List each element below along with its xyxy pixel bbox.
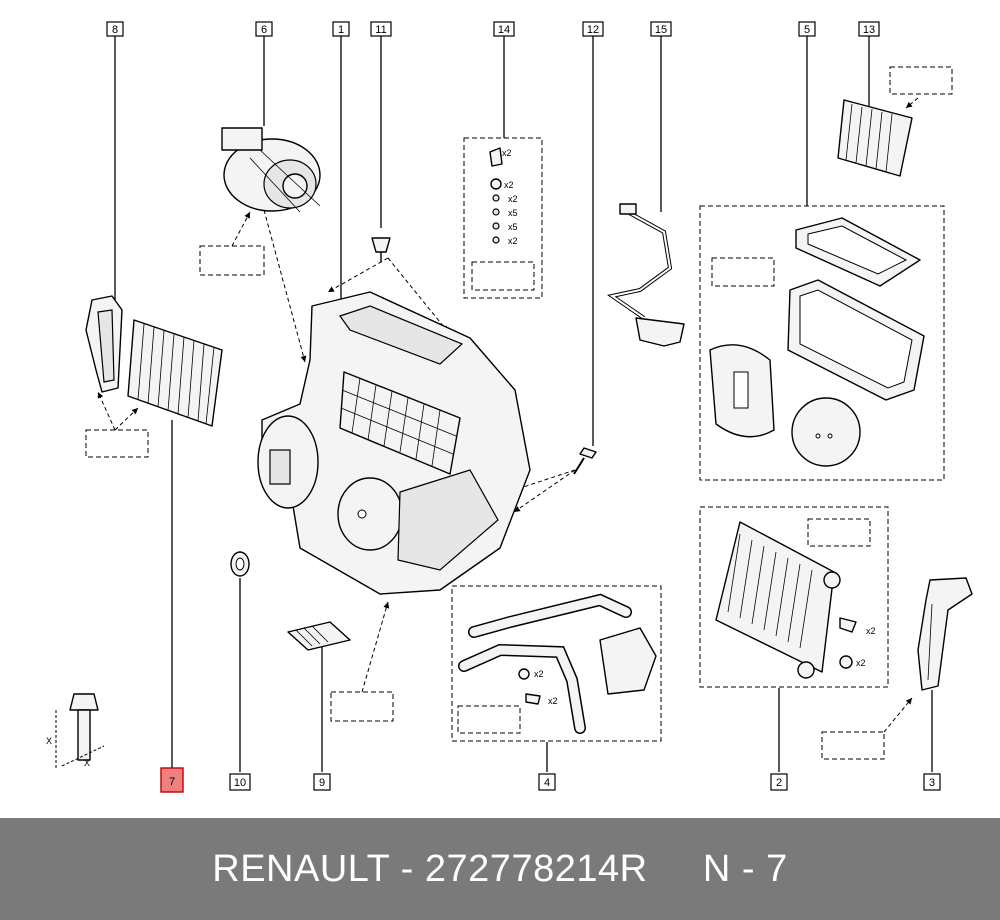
svg-text:8: 8	[112, 24, 118, 36]
svg-text:10: 10	[234, 777, 246, 789]
svg-text:15: 15	[655, 24, 667, 36]
callout-5: 5	[798, 21, 816, 37]
callout-13: 13	[858, 21, 880, 37]
svg-text:9: 9	[319, 777, 325, 789]
svg-text:5: 5	[804, 24, 810, 36]
svg-text:14: 14	[498, 24, 510, 36]
svg-text:6: 6	[261, 24, 267, 36]
svg-text:11: 11	[375, 24, 386, 36]
kit4-qty-2: x2	[548, 696, 558, 706]
hvac-exploded-diagram: x2 x2 x2 x5 x5 x2	[46, 21, 973, 793]
small-filter-part	[837, 99, 913, 177]
kit2-qty-1: x2	[866, 626, 876, 636]
callout-10: 10	[229, 773, 251, 791]
svg-text:13: 13	[863, 24, 875, 36]
pipe-set-part: x2 x2	[458, 593, 657, 734]
kit14-qty-4: x5	[508, 208, 518, 218]
sensor-cable-part	[607, 203, 685, 347]
kit14-qty-3: x2	[508, 194, 518, 204]
part-info-text: RENAULT - 272778214R N - 7	[212, 848, 787, 891]
callout-4: 4	[538, 773, 556, 791]
bolt-dimension-figure: X X	[46, 693, 105, 770]
svg-text:4: 4	[544, 777, 550, 789]
kit4-qty-1: x2	[534, 669, 544, 679]
clip-part	[371, 237, 391, 262]
resistor-part	[287, 621, 351, 651]
svg-text:3: 3	[929, 777, 935, 789]
separator: -	[389, 847, 425, 890]
callout-14: 14	[493, 21, 515, 37]
svg-text:12: 12	[587, 24, 599, 36]
screw-part	[573, 447, 597, 475]
callout-8: 8	[106, 21, 124, 37]
leader-lines	[114, 36, 933, 772]
callout-15: 15	[650, 21, 672, 37]
svg-text:1: 1	[338, 24, 344, 36]
part-info-footer: RENAULT - 272778214R N - 7	[0, 818, 1000, 920]
kit14-qty-2: x2	[504, 180, 514, 190]
hvac-housing-part	[257, 291, 531, 595]
callout-6: 6	[255, 21, 273, 37]
callout-2: 2	[770, 773, 788, 791]
callout-11: 11	[370, 21, 392, 37]
callout-7-highlighted: 7	[160, 767, 184, 793]
svg-text:2: 2	[776, 777, 782, 789]
heater-core-part: x2 x2	[715, 521, 876, 679]
reference-frames	[85, 66, 953, 760]
callout-1: 1	[332, 21, 350, 37]
svg-text:7: 7	[169, 776, 175, 788]
kit14-qty-5: x5	[508, 222, 518, 232]
brand-name: RENAULT	[212, 847, 390, 890]
cabin-filter-part	[127, 319, 223, 427]
seal-set-part	[709, 217, 925, 467]
callout-9: 9	[313, 773, 331, 791]
grommet-part	[230, 551, 250, 577]
callout-3: 3	[923, 773, 941, 791]
callout-12: 12	[582, 21, 604, 37]
kit14-qty-1: x2	[502, 148, 512, 158]
dimension-x-horizontal: X	[84, 758, 90, 768]
diagram-position-label: N - 7	[702, 847, 788, 890]
kit2-qty-2: x2	[856, 658, 866, 668]
spacer	[648, 848, 703, 890]
filter-bracket-part	[85, 295, 123, 393]
kit14-qty-6: x2	[508, 236, 518, 246]
fastener-kit-14: x2 x2 x2 x5 x5 x2	[489, 147, 518, 246]
blower-motor-part	[221, 127, 321, 213]
support-bracket-part	[917, 577, 973, 691]
dimension-x-vertical: X	[46, 736, 52, 746]
part-number: 272778214R	[424, 847, 648, 890]
